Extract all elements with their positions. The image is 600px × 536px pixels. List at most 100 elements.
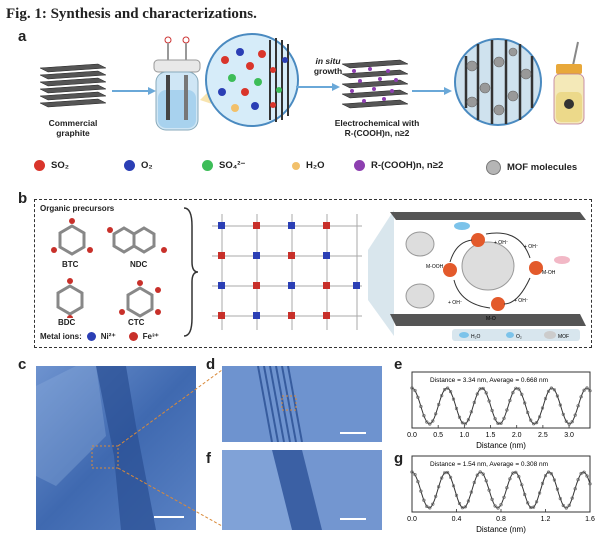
profile-point [475,392,479,396]
profile-point [422,413,426,418]
profile-point [466,418,470,422]
profile-point [451,484,456,488]
x-tick-label: 2.0 [512,432,522,439]
mof-graphite-zoom-image [454,38,542,126]
profile-point [434,494,438,498]
panel-label-g: g [394,450,404,467]
profile-point [484,391,488,395]
profile-point [437,402,441,407]
profile-point [532,505,536,509]
profile-point [454,493,459,498]
profile-point [499,421,503,425]
mof-mech-label: MOF [558,334,569,340]
profile-point [469,490,473,494]
fe-label: Fe³⁺ [142,332,159,341]
legend-item-so2: SO₂ [34,160,69,171]
line-profile-series-e [410,386,592,426]
profile-point [558,496,562,501]
profile-point [585,474,589,478]
profile-point [445,470,450,475]
profile-point [561,412,565,416]
profile-point [490,408,494,413]
profile-point [526,410,530,415]
profile-point [416,395,420,399]
scale-bar-c [154,516,184,518]
profile-point [582,388,586,392]
oh-label-2: + OH⁻ [524,244,539,250]
profile-point [460,506,465,510]
profile-point [505,408,509,412]
profile-point [413,388,417,393]
annotation-e: Distance = 3.34 nm, Average = 0.668 nm [430,377,548,384]
panel-b-frame [34,199,592,348]
profile-point [520,392,524,397]
profile-point [579,471,583,476]
profile-point [573,413,577,417]
mof-sphere-icon [486,160,501,175]
profile-point [549,386,553,390]
profile-point [529,418,533,422]
profile-point [442,388,447,392]
x-tick-label: 0.4 [452,516,462,523]
red-sphere-icon [34,160,45,171]
x-tick-label: 0.0 [407,516,417,523]
profile-point [555,394,559,398]
profile-point [543,474,548,478]
profile-point [442,471,447,475]
profile-point [564,506,568,510]
profile-point [481,386,485,391]
profile-point [546,389,551,393]
oh-label-1: + OH⁻ [494,240,509,246]
profile-point [487,399,491,403]
profile-point [535,420,539,425]
in-situ-label: in situ [315,56,341,66]
oh-label-4: + OH⁻ [514,298,529,304]
profile-point [573,487,577,491]
zoom-funnel-image [368,210,394,336]
profile-point [561,503,565,508]
profile-point [454,406,459,411]
green-sphere-icon [202,160,213,171]
panel-label-b: b [18,190,28,207]
profile-point [478,387,482,391]
profile-point [543,396,548,401]
metal-ions-label: Metal ions: [40,332,82,341]
organic-precursors-label: Organic precursors [40,204,115,213]
profile-point [493,417,497,421]
mooh-label: M-OOH [426,264,444,270]
yellow-sphere-icon [292,161,300,170]
fe-ion-icon [128,332,138,341]
graphite-stack-image [39,63,107,108]
line-profile-chart-e: Distance = 3.34 nm, Average = 0.668 nm 0… [407,371,592,450]
profile-line [411,387,591,425]
tem-image-d [222,366,382,442]
profile-point [585,386,589,390]
profile-point [535,500,539,504]
intercalation-zoom-image [200,33,299,127]
profile-point [532,422,536,426]
o2-mech-label: O₂ [516,334,522,340]
annotation-g: Distance = 1.54 nm, Average = 0.308 nm [430,461,548,468]
profile-point [517,387,521,391]
panel-label-f: f [206,450,211,467]
xlabel-g: Distance (nm) [476,525,526,534]
profile-point [419,489,423,493]
profile-point [469,410,473,414]
profile-point [502,495,506,499]
growth-label: growth [313,66,343,76]
profile-point [540,481,545,486]
profile-point [579,395,583,399]
x-tick-label: 0.8 [496,516,506,523]
profile-point [457,501,462,506]
panel-label-c: c [18,356,27,373]
profile-point [514,386,518,390]
profile-point [567,503,571,507]
blue-sphere-icon [124,160,135,171]
metal-ions-legend: Metal ions: Ni²⁺ Fe³⁺ [40,332,159,341]
profile-point [457,415,462,419]
intercalated-graphite-image [341,59,409,109]
profile-point [440,394,444,398]
x-tick-label: 1.6 [585,516,595,523]
profile-point [416,480,420,484]
